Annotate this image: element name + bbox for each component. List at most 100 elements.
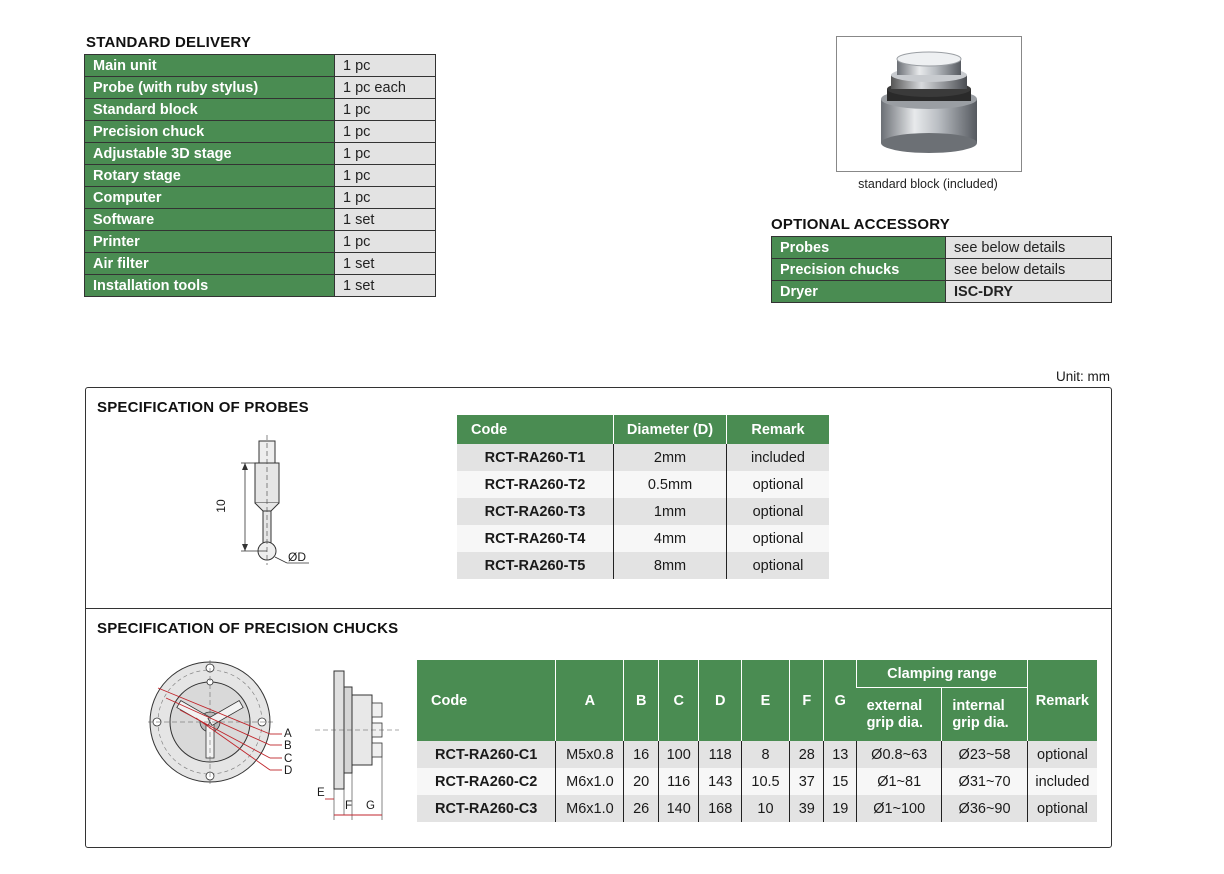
item-label: Printer [84,230,335,253]
column-header-e: E [740,660,790,741]
chuck-d: 118 [698,741,742,768]
table-header-row: Code Diameter (D) Remark [457,415,829,444]
chuck-g: 15 [823,768,857,795]
item-label: Adjustable 3D stage [84,142,335,165]
chuck-code: RCT-RA260-C1 [417,741,556,768]
table-row: Probe (with ruby stylus)1 pc each [84,76,436,99]
chuck-label-b: B [284,740,292,752]
item-label: Software [84,208,335,231]
chuck-label-f: F [345,800,353,812]
chuck-code: RCT-RA260-C2 [417,768,556,795]
probe-code: RCT-RA260-T5 [457,552,614,579]
unit-label: Unit: mm [1056,369,1110,384]
chuck-external: Ø1~100 [856,795,942,822]
column-header-remark: Remark [726,415,829,444]
standard-block-caption: standard block (included) [858,177,998,191]
column-header-internal: internal grip dia. [941,687,1028,741]
item-label: Computer [84,186,335,209]
chuck-f: 28 [789,741,824,768]
chuck-c: 100 [657,741,699,768]
probe-diagram [241,435,309,565]
standard-delivery-title: STANDARD DELIVERY [86,34,252,51]
column-header-diameter: Diameter (D) [613,415,727,444]
chucks-table: Code A B C D E F G Clamping range Remark… [417,660,1097,822]
table-row: RCT-RA260-C1 M5x0.8 16 100 118 8 28 13 Ø… [417,741,1097,768]
item-qty: 1 set [334,274,436,297]
item-qty: 1 pc [334,186,436,209]
optional-accessory-title: OPTIONAL ACCESSORY [771,216,950,233]
column-header-f: F [789,660,824,741]
item-qty: 1 pc [334,142,436,165]
column-header-code: Code [457,415,614,444]
accessory-value: see below details [945,236,1112,259]
chuck-e: 10.5 [740,768,790,795]
chuck-remark: included [1026,768,1097,795]
column-header-external: external grip dia. [856,687,942,741]
table-header-row: external grip dia. internal grip dia. [417,687,1097,741]
probe-remark: optional [726,552,829,579]
standard-block-illustration [881,51,977,153]
item-qty: 1 pc [334,54,436,77]
chuck-f: 39 [789,795,824,822]
accessory-value: ISC-DRY [945,280,1112,303]
item-label: Standard block [84,98,335,121]
item-label: Rotary stage [84,164,335,187]
column-header-code: Code [417,660,556,741]
item-qty: 1 pc each [334,76,436,99]
chuck-d: 168 [698,795,742,822]
column-header-clamping-range: Clamping range [856,660,1028,688]
table-row: RCT-RA260-C3 M6x1.0 26 140 168 10 39 19 … [417,795,1097,822]
probe-diameter-label: ØD [288,550,306,564]
item-qty: 1 pc [334,120,436,143]
probes-title: SPECIFICATION OF PROBES [97,399,309,416]
item-label: Air filter [84,252,335,275]
chuck-d: 143 [698,768,742,795]
item-qty: 1 pc [334,98,436,121]
chuck-b: 26 [623,795,659,822]
column-header-c: C [657,660,699,741]
probe-remark: optional [726,498,829,525]
column-header-a: A [555,660,624,741]
accessory-label: Precision chucks [771,258,946,281]
section-divider [86,608,1111,609]
chuck-label-e: E [317,787,325,799]
item-qty: 1 pc [334,164,436,187]
chuck-code: RCT-RA260-C3 [417,795,556,822]
accessory-label: Dryer [771,280,946,303]
accessory-value: see below details [945,258,1112,281]
item-label: Installation tools [84,274,335,297]
chuck-g: 19 [823,795,857,822]
chuck-label-a: A [284,728,292,740]
chuck-f: 37 [789,768,824,795]
chuck-external: Ø0.8~63 [856,741,942,768]
chuck-a: M5x0.8 [555,741,624,768]
probe-length-label: 10 [214,499,228,513]
chuck-label-d: D [284,765,293,777]
column-header-b: B [623,660,659,741]
standard-block-image [836,36,1022,172]
item-qty: 1 pc [334,230,436,253]
chuck-c: 140 [657,795,699,822]
chuck-e: 10 [740,795,790,822]
probe-code: RCT-RA260-T4 [457,525,614,552]
item-label: Precision chuck [84,120,335,143]
probe-remark: included [726,444,829,471]
chuck-internal: Ø36~90 [941,795,1028,822]
specification-box [85,387,1112,848]
chuck-e: 8 [740,741,790,768]
chuck-internal: Ø23~58 [941,741,1028,768]
chuck-b: 16 [623,741,659,768]
item-label: Main unit [84,54,335,77]
